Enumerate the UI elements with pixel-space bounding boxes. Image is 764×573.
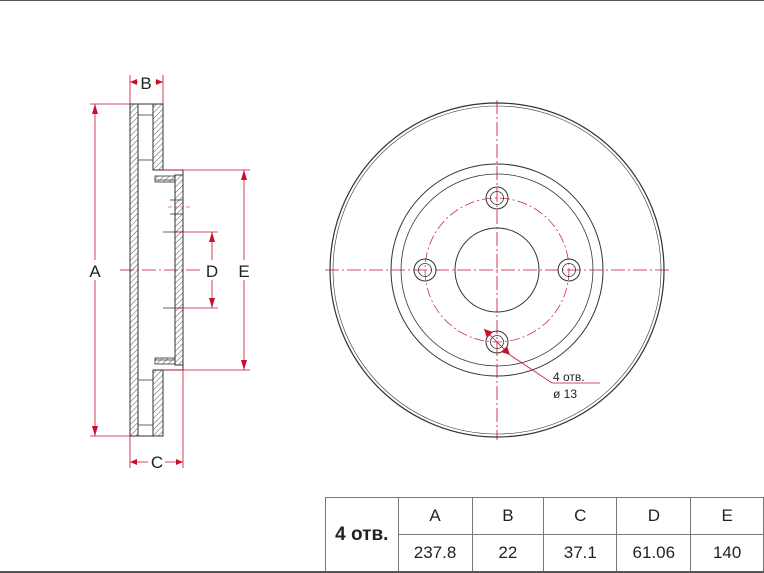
- front-view: 4 отв. ø 13: [325, 100, 670, 440]
- spec-value-row: 237.8 22 37.1 61.06 140: [326, 534, 764, 572]
- header-E: E: [690, 497, 764, 535]
- bolt-holes: [413, 186, 581, 354]
- hole-count-note: 4 отв.: [553, 370, 585, 384]
- bolt-hole: [557, 258, 581, 282]
- hat-outer: [390, 163, 604, 377]
- bottom-border: [0, 571, 764, 573]
- inner-friction-plate: [129, 103, 139, 437]
- value-E: 140: [690, 534, 764, 572]
- dimension-C: C: [129, 370, 184, 472]
- center-bore: [454, 227, 540, 313]
- header-C: C: [543, 497, 618, 535]
- dimension-E: E: [163, 169, 253, 371]
- label-B: B: [140, 74, 151, 93]
- hat-wall: [174, 174, 184, 366]
- outer-plate-upper: [152, 103, 164, 171]
- header-A: A: [397, 497, 473, 535]
- value-B: 22: [471, 534, 545, 572]
- dimension-A: A: [86, 103, 130, 437]
- value-C: 37.1: [543, 534, 618, 572]
- value-A: 237.8: [397, 534, 473, 572]
- bolt-hole: [413, 258, 437, 282]
- label-D: D: [206, 262, 218, 281]
- header-B: B: [471, 497, 545, 535]
- value-D: 61.06: [616, 534, 692, 572]
- hole-diameter-note: ø 13: [553, 387, 577, 401]
- side-section-view: A B C D: [86, 72, 253, 472]
- spec-table: 4 отв. A B C D E 237.8 22 37.1 61.06 140: [325, 497, 764, 572]
- holes-count-cell: 4 отв.: [325, 497, 399, 572]
- bolt-hole: [485, 330, 509, 354]
- dimension-D: D: [175, 231, 221, 309]
- outer-plate-lower: [152, 369, 164, 437]
- hole-callout: 4 отв. ø 13: [483, 328, 600, 401]
- header-D: D: [616, 497, 692, 535]
- label-A: A: [89, 262, 101, 281]
- hat-inner: [400, 173, 594, 367]
- label-E: E: [238, 262, 249, 281]
- top-border: [0, 0, 764, 1]
- outer-disc-edge: [329, 102, 665, 438]
- label-C: C: [151, 453, 163, 472]
- dimension-B: B: [129, 72, 164, 104]
- bolt-hole: [485, 186, 509, 210]
- spec-header-row: 4 отв. A B C D E: [325, 497, 764, 572]
